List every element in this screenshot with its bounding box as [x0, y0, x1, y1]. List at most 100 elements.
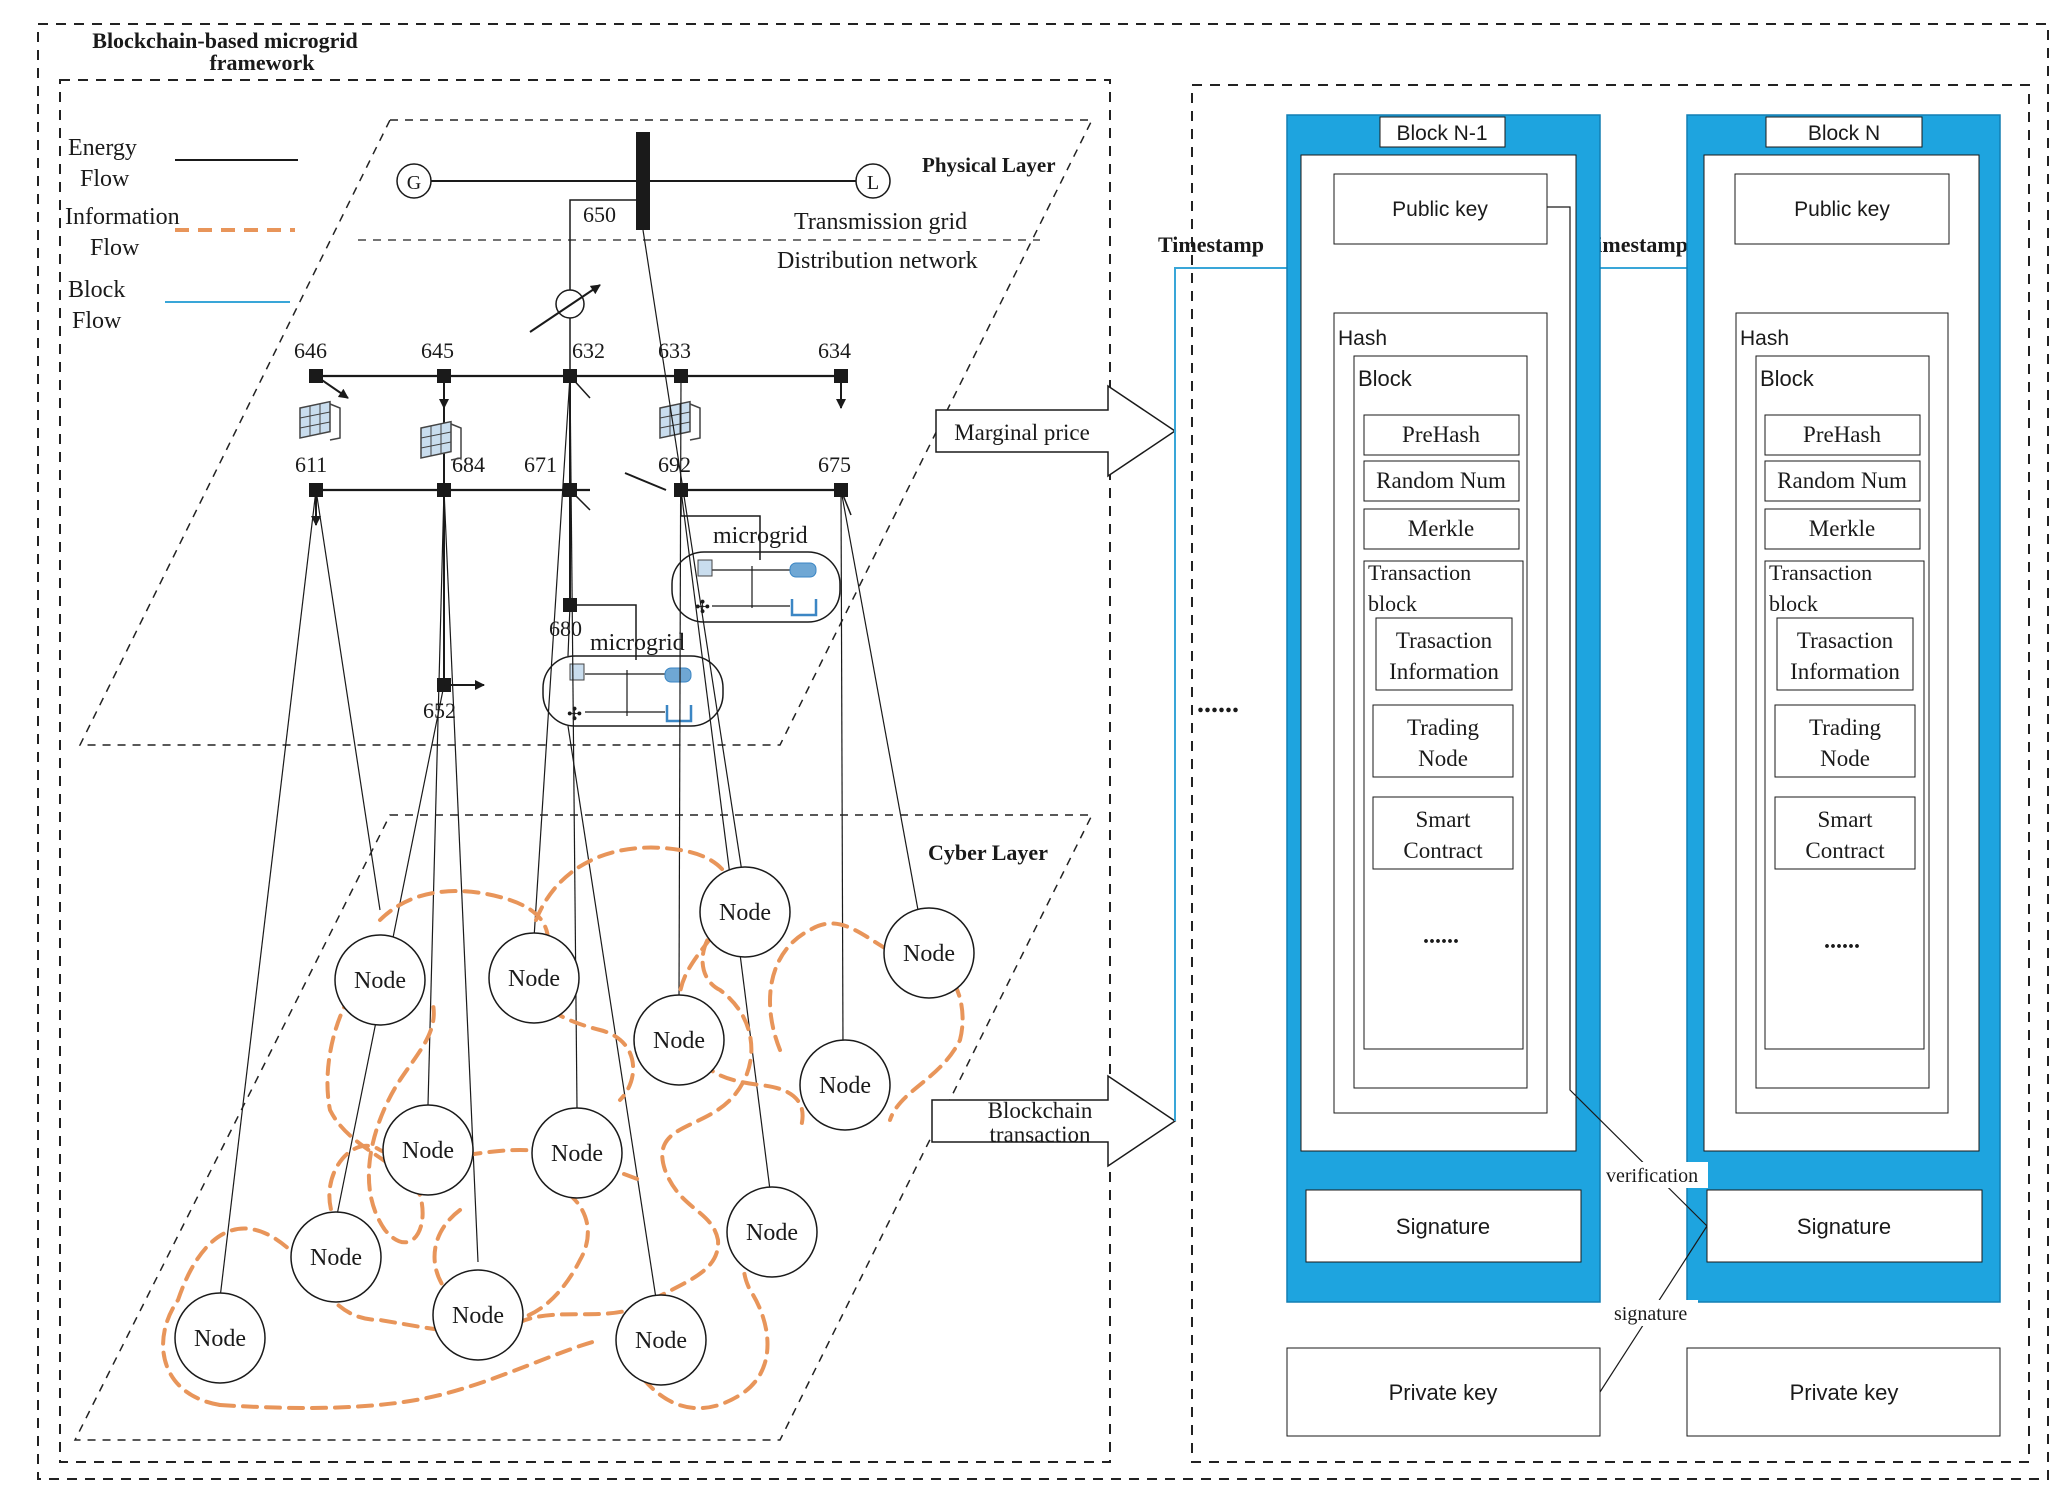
- feeder-650-regulator: [569, 199, 636, 290]
- block-n-minus-1-public-key: [1333, 173, 1548, 245]
- bus-646: [309, 369, 323, 383]
- svg-text:Node: Node: [452, 1303, 504, 1329]
- block-n-random-label: Random Num: [1777, 468, 1907, 493]
- marginal-price-label: Marginal price: [954, 420, 1090, 445]
- block-n-more: ......: [1824, 928, 1860, 954]
- diagram-title-line2: framework: [209, 50, 315, 75]
- diagram-title-line1: Blockchain-based microgrid: [92, 28, 357, 53]
- bus-label-671: 671: [524, 452, 557, 477]
- nodes: Node Node Node Node Node Node Node Node …: [174, 866, 975, 1386]
- svg-text:Node: Node: [194, 1326, 246, 1352]
- chain-ellipsis: ......: [1197, 688, 1239, 719]
- bus-label-675: 675: [818, 452, 851, 477]
- node-1: Node: [334, 934, 426, 1026]
- node-13: Node: [174, 1292, 266, 1384]
- node-4: Node: [883, 907, 975, 999]
- bus-label-650: 650: [583, 202, 616, 227]
- right-panel-frame: [1191, 84, 2030, 1463]
- bus-650: [636, 132, 650, 230]
- map-675-b: [840, 489, 919, 911]
- node-12: Node: [615, 1294, 707, 1386]
- block-n-merkle: [1764, 508, 1921, 550]
- block-n-hash-label: Hash: [1740, 327, 1789, 350]
- block-n-minus-1-more: ......: [1423, 923, 1459, 949]
- node-3: Node: [699, 866, 791, 958]
- cyber-layer-label: Cyber Layer: [928, 840, 1048, 865]
- outer-frame: [37, 23, 2049, 1480]
- pv-panel-icon-633: [659, 400, 701, 441]
- svg-text:Node: Node: [551, 1141, 603, 1167]
- block-n-public-key: [1734, 173, 1950, 245]
- block-n-title-box: [1765, 116, 1923, 148]
- map-650: [642, 229, 743, 873]
- block-n-public-key-label: Public key: [1794, 198, 1890, 221]
- regulator-arrow: [529, 284, 601, 333]
- svg-text:Node: Node: [719, 900, 771, 926]
- microgrid-692-pv-icon: [697, 559, 713, 577]
- bus-label-634: 634: [818, 338, 851, 363]
- verification-label-bg: [1602, 1162, 1708, 1188]
- svg-text:Node: Node: [653, 1028, 705, 1054]
- map-680: [567, 604, 571, 657]
- block-n-signature-label: Signature: [1797, 1214, 1891, 1239]
- node-8: Node: [531, 1107, 623, 1199]
- block-n-minus-1-smart-contract: [1372, 796, 1514, 870]
- microgrid-692-wind-icon: ✣: [695, 597, 710, 617]
- pv-panel-icon-645: [420, 420, 462, 461]
- physical-layer-plane: [78, 119, 1094, 746]
- bus-label-611: 611: [295, 452, 327, 477]
- info-flow-cluster5: [432, 1178, 590, 1323]
- physical-layer: Physical Layer Transmission grid Distrib…: [78, 119, 1094, 746]
- microgrid-680-feeder: [577, 604, 637, 660]
- generator-label: G: [407, 172, 421, 194]
- block-n-minus-1-random: [1363, 460, 1520, 502]
- mapping-lines: [219, 229, 919, 1306]
- block-n-merkle-label: Merkle: [1809, 516, 1875, 541]
- map-692: [680, 489, 771, 1191]
- svg-text:Node: Node: [508, 966, 560, 992]
- microgrid-680-wind-icon: ✣: [567, 704, 582, 724]
- block-n-minus-1-signature: [1305, 1189, 1582, 1263]
- block-n-trading-node: [1774, 704, 1916, 778]
- node-10: Node: [290, 1211, 382, 1303]
- svg-text:Node: Node: [402, 1138, 454, 1164]
- signature-label-bg: [1610, 1300, 1698, 1326]
- verification-line: [1547, 206, 1708, 1227]
- bus-label-692: 692: [658, 452, 691, 477]
- bus-label-646: 646: [294, 338, 327, 363]
- node-7: Node: [382, 1104, 474, 1196]
- map-611: [315, 489, 381, 911]
- map-611-b: [219, 489, 317, 1299]
- microgrid-680-label: microgrid: [590, 630, 685, 656]
- node-5: Node: [633, 994, 725, 1086]
- map-680-b: [567, 725, 658, 1306]
- timestamp-label-1: Timestamp: [1158, 232, 1264, 257]
- microgrid-680-ev-icon: [664, 667, 692, 683]
- block-n-private-key-label: Private key: [1790, 1380, 1899, 1405]
- distribution-label: Distribution network: [777, 248, 978, 274]
- microgrid-692-battery-icon: [790, 599, 818, 617]
- svg-text:Node: Node: [819, 1073, 871, 1099]
- info-flow-cluster3: [534, 845, 805, 1132]
- bus-label-684: 684: [452, 452, 485, 477]
- block-n-minus-1-merkle-label: Merkle: [1408, 516, 1474, 541]
- block-n-smart-contract: [1774, 796, 1916, 870]
- block-n-minus-1-prehash-label: PreHash: [1402, 422, 1480, 447]
- bus-label-632: 632: [572, 338, 605, 363]
- block-n-minus-1-signature-label: Signature: [1396, 1214, 1490, 1239]
- block-n-minus-1-private-key-label: Private key: [1389, 1380, 1498, 1405]
- cyber-layer-plane: [73, 814, 1094, 1441]
- cyber-layer: Cyber Layer Node Node Node Node Node Nod…: [73, 814, 1094, 1441]
- bus-634: [834, 369, 848, 383]
- bus-label-652: 652: [423, 698, 456, 723]
- block-n-block-label: Block: [1760, 366, 1815, 391]
